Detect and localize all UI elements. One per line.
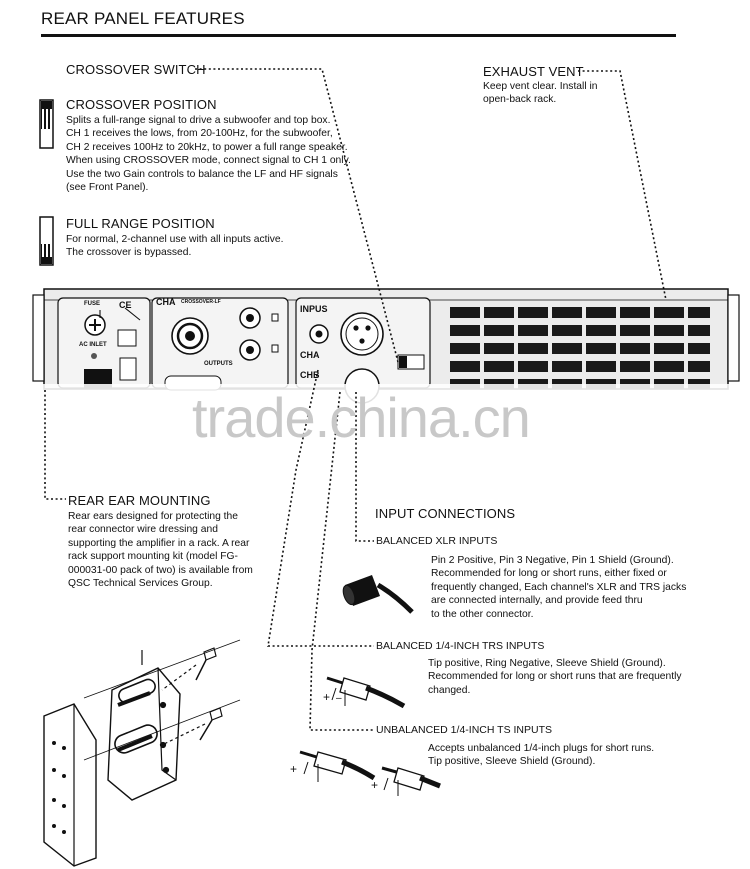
trs-plus-symbol: + bbox=[323, 690, 331, 704]
trs-minus-symbol: – bbox=[336, 693, 342, 704]
balanced-xlr-heading: BALANCED XLR INPUTS bbox=[376, 535, 498, 547]
input-connections-heading: INPUT CONNECTIONS bbox=[375, 506, 516, 521]
ts-plus-symbol-1: + bbox=[290, 762, 298, 776]
balanced-trs-text: Tip positive, Ring Negative, Sleeve Shie… bbox=[428, 658, 682, 696]
full-range-switch-icon bbox=[39, 216, 54, 266]
balanced-trs-heading: BALANCED 1/4-INCH TRS INPUTS bbox=[376, 640, 545, 652]
full-range-position-heading: FULL RANGE POSITION bbox=[66, 216, 215, 231]
watermark: trade.china.cn bbox=[192, 386, 531, 449]
unbalanced-ts-heading: UNBALANCED 1/4-INCH TS INPUTS bbox=[376, 724, 553, 736]
cha-output-label: CHA bbox=[156, 297, 176, 307]
ac-inlet-label: AC INLET bbox=[79, 342, 107, 348]
exhaust-vent-text: Keep vent clear. Install in open-back ra… bbox=[483, 81, 598, 106]
outputs-label: OUTPUTS bbox=[204, 361, 233, 367]
fuse-label: FUSE bbox=[84, 301, 101, 307]
unbalanced-ts-text: Accepts unbalanced 1/4-inch plugs for sh… bbox=[428, 743, 655, 768]
rear-ear-mounting-heading: REAR EAR MOUNTING bbox=[68, 493, 211, 508]
inputs-label: INPUS bbox=[300, 304, 328, 314]
trs-plug-icon bbox=[326, 676, 406, 709]
crossover-position-heading: CROSSOVER POSITION bbox=[66, 97, 217, 112]
ce-mark: CE bbox=[119, 300, 132, 310]
crossover-lf-label: CROSSOVER-LF bbox=[181, 299, 221, 305]
leader-lines bbox=[44, 68, 667, 731]
ts-plug-icon-1 bbox=[299, 750, 376, 782]
xlr-plug-icon bbox=[342, 575, 414, 614]
full-range-position-text: For normal, 2-channel use with all input… bbox=[66, 234, 284, 259]
page-title: REAR PANEL FEATURES bbox=[41, 9, 245, 28]
ts-plug-icon-2 bbox=[381, 766, 441, 796]
title-rule bbox=[41, 34, 676, 37]
ts-plus-symbol-2: + bbox=[371, 778, 379, 792]
crossover-switch-icon bbox=[39, 99, 54, 149]
cha-input-label: CHA bbox=[300, 350, 320, 360]
crossover-switch-heading: CROSSOVER SWITCH bbox=[66, 62, 206, 77]
rear-ear-mounting-text: Rear ears designed for protecting the re… bbox=[68, 511, 253, 590]
exhaust-vent-heading: EXHAUST VENT bbox=[483, 64, 584, 79]
chb-input-label: CHB bbox=[300, 370, 320, 380]
rack-ear-mounting-drawing bbox=[43, 639, 241, 867]
balanced-xlr-text: Pin 2 Positive, Pin 3 Negative, Pin 1 Sh… bbox=[431, 555, 687, 620]
crossover-position-text: Splits a full-range signal to drive a su… bbox=[66, 115, 351, 194]
